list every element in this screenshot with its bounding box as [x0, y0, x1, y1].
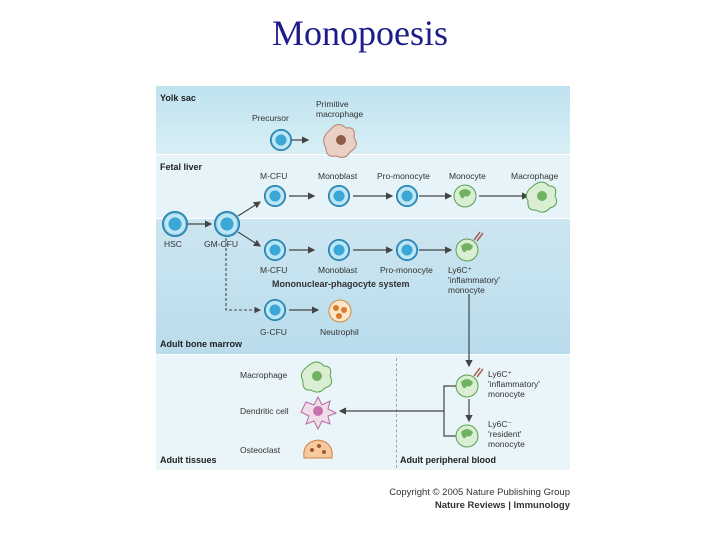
precursor-label: Precursor — [252, 113, 289, 123]
band-divider — [156, 154, 570, 155]
gm-cfu-cell — [214, 211, 240, 237]
tissue-macrophage-cell — [300, 361, 333, 393]
marrow-m-cfu-cell — [264, 239, 286, 261]
copyright-credit: Copyright © 2005 Nature Publishing Group — [389, 487, 570, 498]
fetal-monoblast-label: Monoblast — [318, 171, 358, 181]
band-divider — [156, 218, 570, 219]
hsc-label: HSC — [164, 239, 182, 249]
primitive-macrophage-label: Primitive — [316, 99, 349, 109]
marrow-m-cfu-label: M-CFU — [260, 265, 288, 275]
neutrophil-label: Neutrophil — [320, 327, 359, 337]
arrows-layer — [188, 124, 558, 459]
gm-cfu-label: GM-CFU — [204, 239, 238, 249]
marrow-ly6c-monocyte-cell — [455, 231, 484, 262]
section-fetal-liver: Fetal liver — [160, 162, 203, 172]
blood-divider — [396, 358, 397, 468]
neutrophil-cell — [328, 299, 352, 323]
blood-ly6c-neg-label: Ly6C⁻ — [488, 419, 513, 429]
blood-ly6c-neg-monocyte-cell — [455, 424, 479, 448]
section-adult-bone-marrow: Adult bone marrow — [160, 339, 243, 349]
yolk-sac-band — [156, 86, 570, 154]
osteoclast-label: Osteoclast — [240, 445, 281, 455]
fetal-macrophage-cell — [525, 181, 558, 213]
marrow-monoblast-label: Monoblast — [318, 265, 358, 275]
fetal-pro-monocyte-label: Pro-monocyte — [377, 171, 430, 181]
arrow — [237, 201, 262, 217]
g-cfu-label: G-CFU — [260, 327, 287, 337]
fetal-macrophage-label: Macrophage — [511, 171, 559, 181]
section-adult-peripheral-blood: Adult peripheral blood — [400, 455, 496, 465]
blood-ly6c-neg-label: monocyte — [488, 439, 525, 449]
monopoiesis-diagram: Yolk sac Fetal liver Adult bone marrow A… — [156, 86, 570, 470]
marrow-pro-monocyte-label: Pro-monocyte — [380, 265, 433, 275]
arrow — [237, 231, 262, 247]
osteoclast-cell — [303, 439, 333, 459]
precursor-cell — [270, 129, 292, 151]
marrow-ly6c-label: Ly6C⁺ — [448, 265, 473, 275]
journal-credit: Nature Reviews | Immunology — [434, 500, 570, 511]
primitive-macrophage-label: macrophage — [316, 109, 364, 119]
dendritic-cell — [300, 395, 338, 431]
hsc-cell — [162, 211, 188, 237]
blood-ly6c-pos-label: Ly6C⁺ — [488, 369, 513, 379]
adult-tissues-band — [156, 354, 570, 470]
marrow-ly6c-label: 'inflammatory' — [448, 275, 500, 285]
fetal-liver-band — [156, 154, 570, 218]
fetal-monocyte-cell — [453, 184, 477, 208]
fetal-m-cfu-cell — [264, 185, 286, 207]
fetal-monocyte-label: Monocyte — [449, 171, 486, 181]
bracket — [443, 385, 456, 437]
arrow — [225, 238, 262, 314]
g-cfu-cell — [264, 299, 286, 321]
fetal-pro-monocyte-cell — [396, 185, 418, 207]
blood-ly6c-pos-monocyte-cell — [455, 367, 484, 398]
blood-ly6c-pos-label: monocyte — [488, 389, 525, 399]
fetal-m-cfu-label: M-CFU — [260, 171, 288, 181]
marrow-monoblast-cell — [328, 239, 350, 261]
primitive-macrophage-cell — [323, 124, 357, 158]
marrow-ly6c-label: monocyte — [448, 285, 485, 295]
section-yolk-sac: Yolk sac — [160, 93, 196, 103]
tissue-macrophage-label: Macrophage — [240, 370, 288, 380]
section-adult-tissues: Adult tissues — [160, 455, 217, 465]
mononuclear-phagocyte-system-label: Mononuclear-phagocyte system — [272, 279, 410, 289]
blood-ly6c-pos-label: 'inflammatory' — [488, 379, 540, 389]
band-divider — [156, 354, 570, 355]
marrow-pro-monocyte-cell — [396, 239, 418, 261]
page-title: Monopoesis — [271, 13, 448, 53]
fetal-monoblast-cell — [328, 185, 350, 207]
bone-marrow-band — [156, 218, 570, 354]
blood-ly6c-neg-label: 'resident' — [488, 429, 522, 439]
dendritic-cell-label: Dendritic cell — [240, 406, 289, 416]
